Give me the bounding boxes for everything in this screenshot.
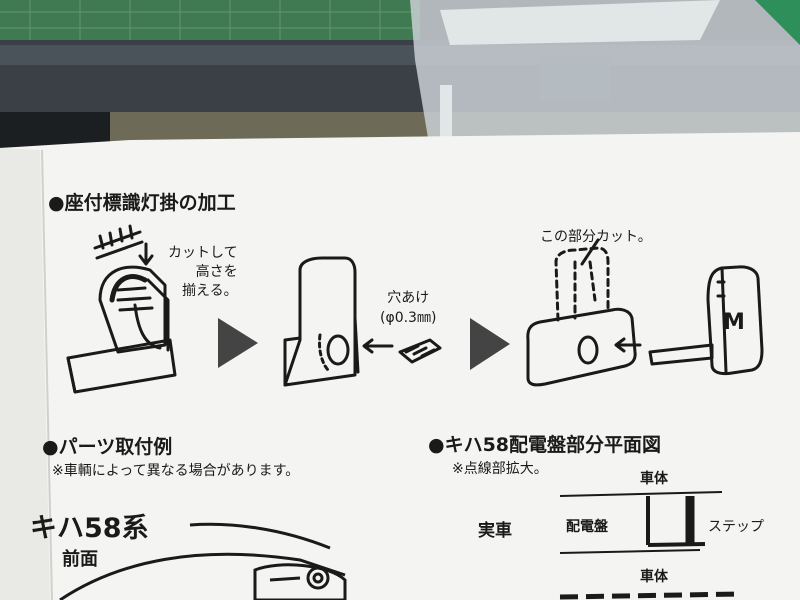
note-varies-by-car: ※車輌によって異なる場合があります。 [52, 460, 299, 480]
label-body-bottom: 車体 [640, 566, 668, 586]
label-real-car: 実車 [478, 516, 512, 541]
model-subtitle: 前面 [62, 545, 98, 571]
note-hole-line2: (φ0.3㎜) [380, 308, 436, 328]
note-hole-line1: 穴あけ [380, 288, 436, 308]
model-title: キハ58系 [30, 506, 149, 545]
section-title-lamp-processing: ●座付標識灯掛の加工 [48, 188, 236, 215]
section-title-parts-example: ●パーツ取付例 [42, 432, 172, 459]
label-body-top: 車体 [640, 468, 668, 488]
section-title-switchboard-plan: ●キハ58配電盤部分平面図 [428, 430, 661, 457]
m-marking: M [723, 310, 745, 335]
note-cut-line3: 揃える。 [168, 282, 238, 301]
note-cut-height: カットして 高さを 揃える。 [168, 244, 238, 301]
note-cut-line1: カットして [168, 244, 238, 263]
note-drill-hole: 穴あけ (φ0.3㎜) [380, 288, 436, 328]
note-cut-line2: 高さを [168, 263, 238, 282]
label-switchboard: 配電盤 [566, 516, 608, 536]
note-part-cut: この部分カット。 [540, 226, 652, 246]
note-dotted-enlarged: ※点線部拡大。 [452, 458, 548, 478]
label-step: ステップ [708, 516, 764, 536]
